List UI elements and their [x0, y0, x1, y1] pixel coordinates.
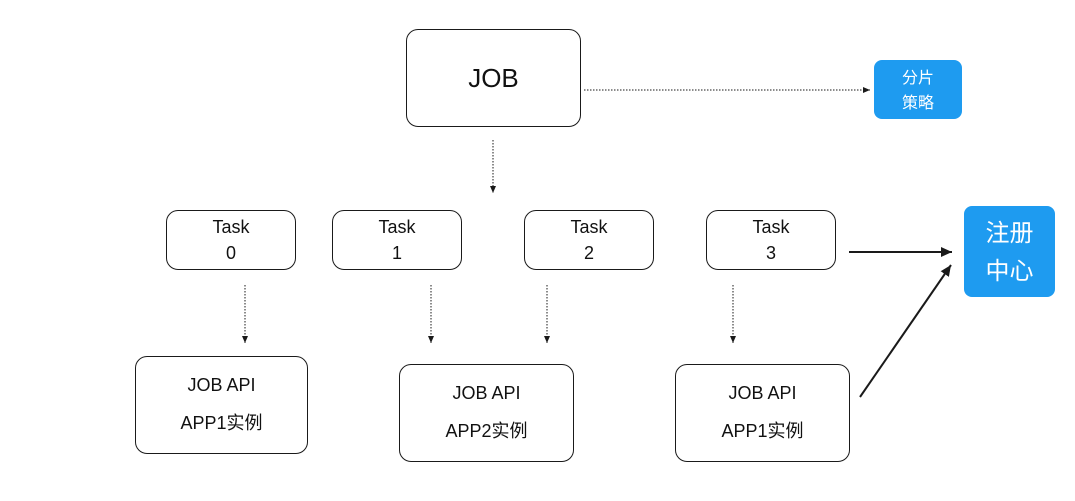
instance-api-label: JOB API: [452, 383, 521, 404]
registry-center-node: 注册 中心: [964, 206, 1055, 297]
task-title: Task: [570, 217, 608, 237]
instance-api-label: JOB API: [728, 383, 797, 404]
task-node-0: Task 0: [166, 210, 296, 270]
instance-api-label: JOB API: [187, 375, 256, 396]
shard-strategy-line2: 策略: [901, 92, 934, 112]
registry-center-line1: 注册: [985, 218, 1034, 247]
task-index: 0: [225, 243, 236, 263]
task-title: Task: [752, 217, 790, 237]
task-index: 1: [391, 243, 402, 263]
task-title: Task: [212, 217, 250, 237]
task-title: Task: [378, 217, 416, 237]
instance-to-registry-arrow: [859, 264, 952, 398]
task-node-3: Task 3: [706, 210, 836, 270]
instance-app-label: APP1实例: [180, 412, 263, 433]
task-index: 2: [583, 243, 594, 263]
app-instance-node-0: JOB API APP1实例: [135, 356, 308, 454]
instance-app-label: APP2实例: [445, 420, 528, 441]
app-instance-node-1: JOB API APP2实例: [399, 364, 574, 462]
app-instance-node-2: JOB API APP1实例: [675, 364, 850, 462]
registry-center-line2: 中心: [985, 256, 1034, 285]
job-label: JOB: [468, 62, 519, 93]
shard-strategy-node: 分片 策略: [874, 60, 962, 119]
task-index: 3: [765, 243, 776, 263]
shard-strategy-line1: 分片: [901, 67, 934, 87]
instance-app-label: APP1实例: [721, 420, 804, 441]
task-node-1: Task 1: [332, 210, 462, 270]
job-node: JOB: [406, 29, 581, 127]
task-node-2: Task 2: [524, 210, 654, 270]
